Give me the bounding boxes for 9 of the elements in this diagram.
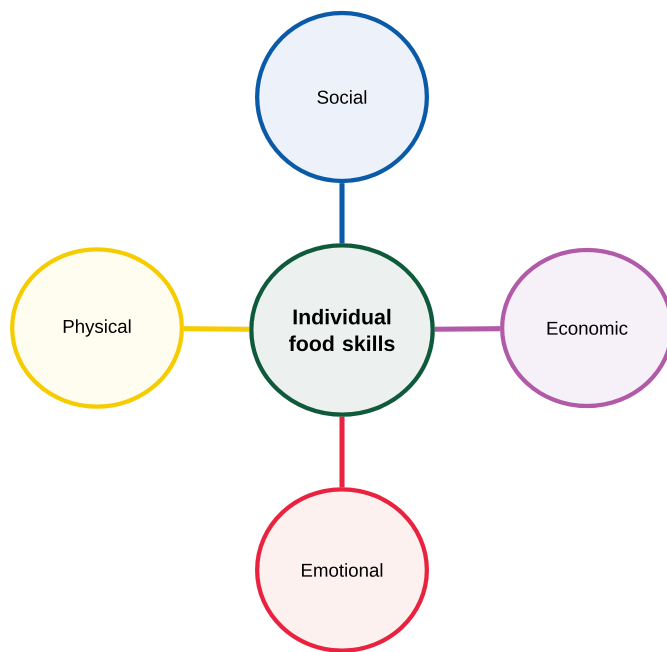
connector-line <box>339 183 345 244</box>
bubble: Physical <box>10 247 184 409</box>
connector-line <box>184 326 250 332</box>
bubble: Social <box>255 10 429 184</box>
connector-line <box>339 416 345 488</box>
bubble: Individual food skills <box>249 243 435 417</box>
connector-line <box>434 326 500 332</box>
bubble: Emotional <box>255 487 429 652</box>
bubble: Economic <box>500 248 667 408</box>
